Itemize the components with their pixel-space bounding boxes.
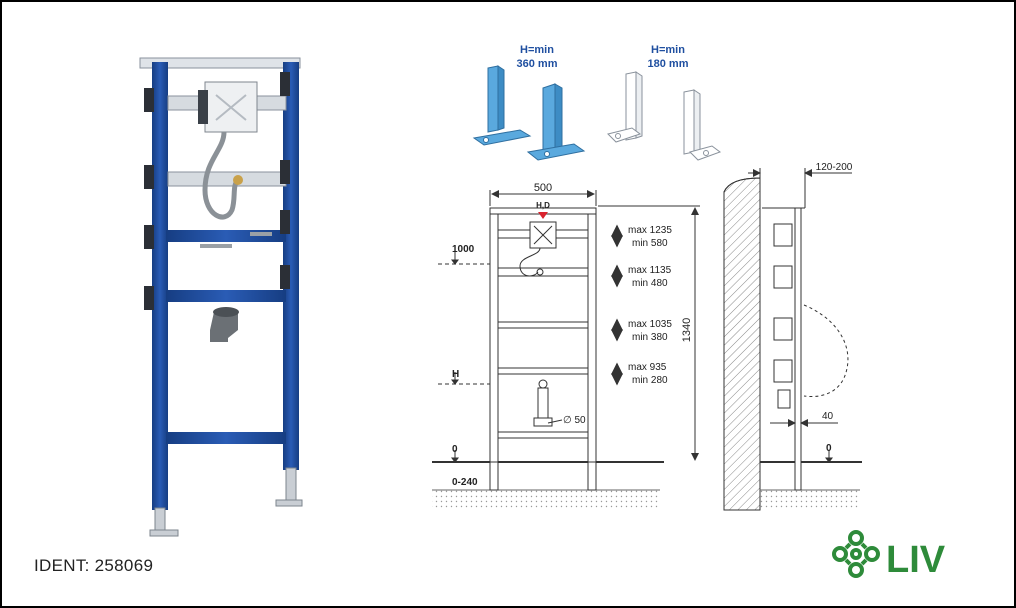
adjust-2-max: max 1135: [628, 265, 672, 276]
front-view-drawing: [432, 207, 664, 510]
ident-label: IDENT: 258069: [34, 556, 153, 576]
side-level-0-label: 0: [826, 443, 832, 454]
adjust-4-min: min 280: [632, 375, 668, 386]
width-label: 500: [534, 182, 552, 194]
side-level-marker: [825, 450, 833, 463]
adjust-3-min: min 380: [632, 332, 668, 343]
tall-foot-left: [472, 65, 532, 146]
feet-illustration: H=min 360 mm H=min 180 mm: [472, 44, 722, 161]
brand-name: LIV: [886, 539, 946, 581]
adjust-4-max: max 935: [628, 362, 667, 373]
depth-label: 120-200: [816, 162, 853, 173]
offset-label: 40: [822, 411, 834, 422]
liv-logo: LIV: [832, 530, 946, 581]
level-1000-label: 1000: [452, 244, 475, 255]
product-frame-illustration: [139, 57, 303, 537]
tall-foot-label-2: 360 mm: [517, 58, 558, 70]
short-foot-left: [607, 71, 643, 143]
depth-dimension: [748, 168, 852, 208]
level-h-label: H: [452, 369, 459, 380]
height-label: 1340: [681, 318, 693, 342]
adjust-2-min: min 480: [632, 278, 668, 289]
width-dimension: [489, 190, 597, 206]
adjust-1-max: max 1235: [628, 225, 672, 236]
ident-prefix: IDENT:: [34, 556, 90, 575]
drain-label: ∅ 50: [563, 415, 586, 426]
ident-number: 258069: [94, 556, 154, 575]
short-foot-right: [683, 89, 722, 161]
drain-leader: [547, 419, 563, 424]
tall-foot-label-1: H=min: [520, 44, 554, 56]
tall-foot-right: [526, 83, 586, 161]
short-foot-label-2: 180 mm: [648, 58, 689, 70]
connection-marker: [538, 212, 548, 219]
height-dimension: [598, 205, 700, 461]
level-0-label: 0: [452, 444, 458, 455]
floor-range-label: 0-240: [452, 477, 478, 488]
liv-logo-mark: [832, 530, 880, 578]
adjust-3-max: max 1035: [628, 319, 672, 330]
short-foot-label-1: H=min: [651, 44, 685, 56]
level-markers: [438, 252, 490, 463]
side-view-drawing: [723, 177, 862, 511]
connection-label: H,D: [536, 201, 550, 210]
adjust-1-min: min 580: [632, 238, 668, 249]
